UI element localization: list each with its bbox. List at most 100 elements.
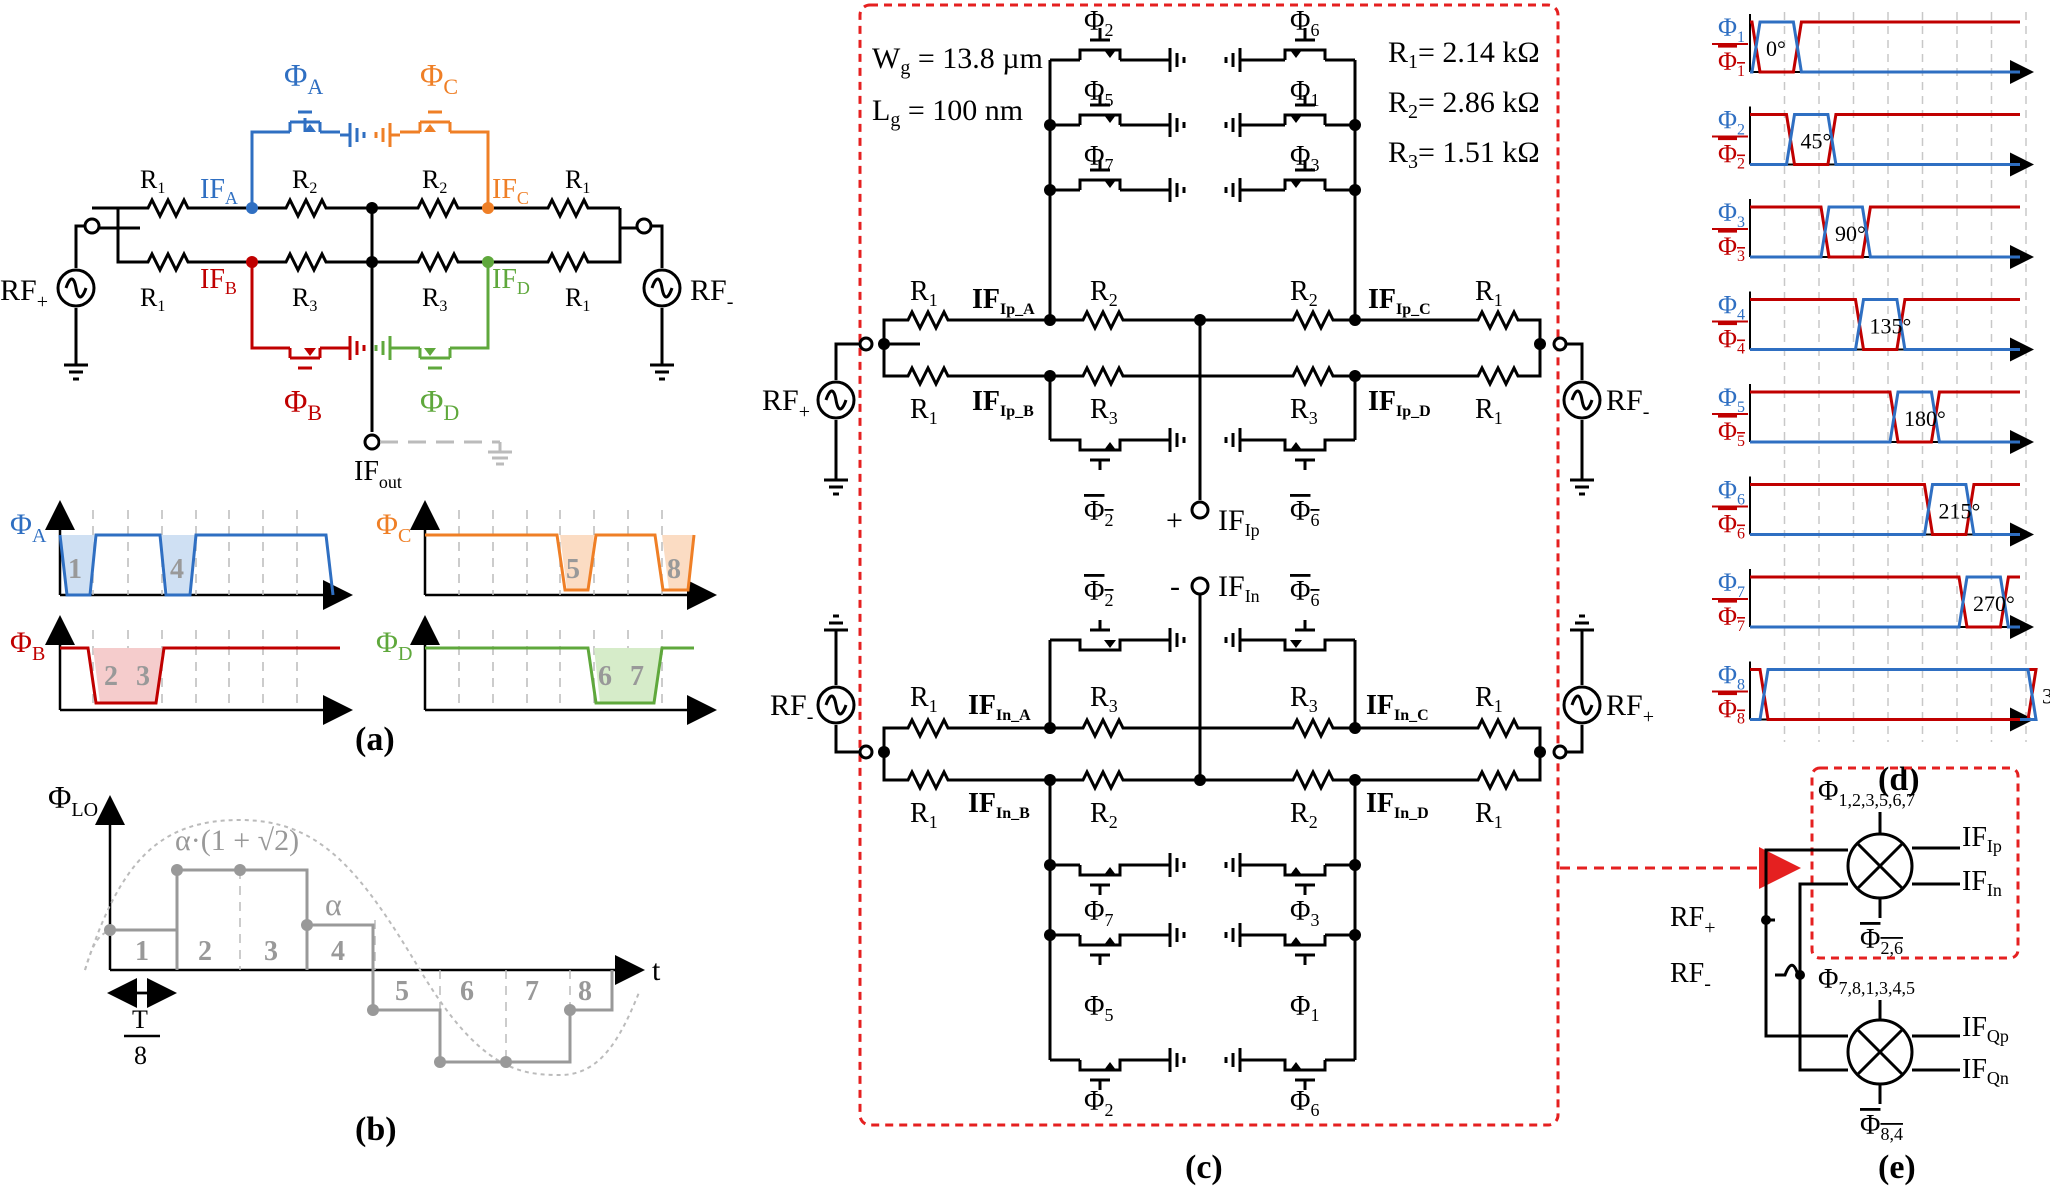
resistor-c-r2 [1073,770,1137,790]
svg-text:Φ8,4: Φ8,4 [1860,1110,1903,1144]
phase-bar-label: Φ4 [1718,325,1745,358]
resistor-c-r2 [1073,310,1137,330]
phi-label: Φ [1084,991,1104,1022]
phi-sub: 5 [1104,90,1113,110]
wave-sub: B [32,643,45,665]
phi-label: Φ [1290,991,1310,1022]
rf-source-top-left [816,380,856,420]
r-label: R [1475,798,1494,829]
period-num: T [132,1005,148,1034]
phi-label: Φ [1290,1086,1310,1117]
if-sub: Ip_B [1000,403,1034,420]
lo-slot-8: 8 [578,976,592,1007]
svg-text:ΦC: ΦC [376,508,411,547]
r-sub: 1 [582,180,590,197]
phase-waveform [1750,20,2020,74]
resistor-c-r1 [898,366,962,386]
svg-text:Φ6: Φ6 [1290,576,1319,610]
panel-b-lo-waveform: 1 2 3 4 5 6 7 8 α·(1 + √2) α ΦLO t T 8 (… [48,779,661,1148]
resistor-c-r1 [898,718,962,738]
r2-eq: = 2.86 kΩ [1418,86,1540,119]
if-in-label: IF [1962,866,1987,897]
ground-icon [1158,176,1186,204]
phase-waveform [1750,113,2020,166]
r1-value-label: R [1388,36,1408,69]
rf-left-bot-label: RF [770,689,807,722]
phase-bar-label: Φ2 [1718,140,1745,173]
phase-waveform [1750,205,2020,259]
svg-text:ΦC: ΦC [420,57,458,99]
phase-label: Φ1 [1718,13,1745,46]
svg-text:Φ7,8,1,3,4,5: Φ7,8,1,3,4,5 [1818,964,1915,998]
svg-text:R2: R2 [1090,276,1118,310]
phi-sub: 6 [1310,510,1319,530]
phi-sub: 1 [1310,1005,1319,1025]
resistor-r1-top-right [538,198,602,218]
svg-text:Φ5: Φ5 [1084,76,1113,110]
panel-c-circuit: Wg = 13.8 µm Lg = 100 nm R1= 2.14 kΩ R2=… [762,3,1654,1186]
svg-text:ΦD: ΦD [420,383,459,425]
mixer-core-box [858,3,1560,1127]
r-sub: 3 [309,298,317,315]
r-label: R [1090,682,1109,713]
ground-icon [822,614,850,642]
r2-sub: 2 [1408,101,1418,123]
phi-bar-label: Φ [1084,576,1104,607]
rf-right-top-label: RF [1606,384,1643,417]
ground-icon [338,121,366,149]
if-a-sub: A [225,188,238,208]
svg-text:Φ2: Φ2 [1084,1086,1113,1120]
svg-text:ΦA: ΦA [10,508,47,547]
if-c-label: IF [492,174,517,205]
r-sub: 2 [1309,290,1318,310]
svg-text:IFIp_D: IFIp_D [1368,386,1431,420]
svg-text:Lg = 100 nm: Lg = 100 nm [872,94,1023,131]
phi-label: Φ [1084,896,1104,927]
svg-text:R1: R1 [910,276,938,310]
phase-bar-label: Φ1 [1718,47,1745,80]
svg-text:R1: R1 [565,165,590,197]
svg-text:R1: R1 [565,283,590,315]
alpha-expression: α·(1 + √2) [175,824,299,857]
if-b-sub: B [225,278,237,298]
svg-text:R3= 1.51 kΩ: R3= 1.51 kΩ [1388,136,1540,173]
mixer-i-lobar-sub: 2,6 [1880,938,1903,958]
svg-text:R1: R1 [140,283,165,315]
wave-label-phi-b: Φ [10,626,32,659]
lo-y-sub: LO [71,799,98,821]
svg-text:RF-: RF- [770,689,813,728]
svg-text:Φ1: Φ1 [1290,991,1319,1025]
r-label: R [910,276,929,307]
panel-label-a: (a) [355,721,395,758]
e-rf-plus-sub: + [1704,917,1715,939]
phase-label-sub: 2 [1737,122,1745,139]
svg-text:Φ6: Φ6 [1290,496,1319,530]
rf-source-bot-left [816,685,856,725]
lg-sub: g [890,109,900,131]
r-label: R [292,283,310,312]
phase-bar-waveform [1750,20,2020,74]
phi-sub: 2 [1104,510,1113,530]
resistor-c-r1 [898,770,962,790]
svg-text:Φ2,6: Φ2,6 [1860,924,1903,958]
ground-icon [1224,1046,1252,1074]
phi-sub: 2 [1104,20,1113,40]
rf-sub: + [1643,706,1654,728]
svg-text:IFout: IFout [354,456,402,492]
phase-waveform [1750,298,2020,351]
mixer-i-lo-label: Φ [1818,776,1838,807]
phase-bar-label: Φ3 [1718,232,1745,265]
resistor-r2-top-left [276,198,340,218]
slot-label-2: 2 [104,661,118,692]
phi-sub: 2 [1104,1100,1113,1120]
resistor-r1-bot-left [138,252,202,272]
svg-text:R3: R3 [1290,682,1318,716]
phase-degree-label: 215° [1939,499,1981,524]
svg-text:R1: R1 [910,798,938,832]
lo-slot-3: 3 [264,936,278,967]
r-label: R [140,283,158,312]
phi-d-sub: D [443,400,459,425]
slot-label-7: 7 [630,661,644,692]
r-sub: 2 [1109,290,1118,310]
svg-text:Φ7: Φ7 [1084,896,1113,930]
